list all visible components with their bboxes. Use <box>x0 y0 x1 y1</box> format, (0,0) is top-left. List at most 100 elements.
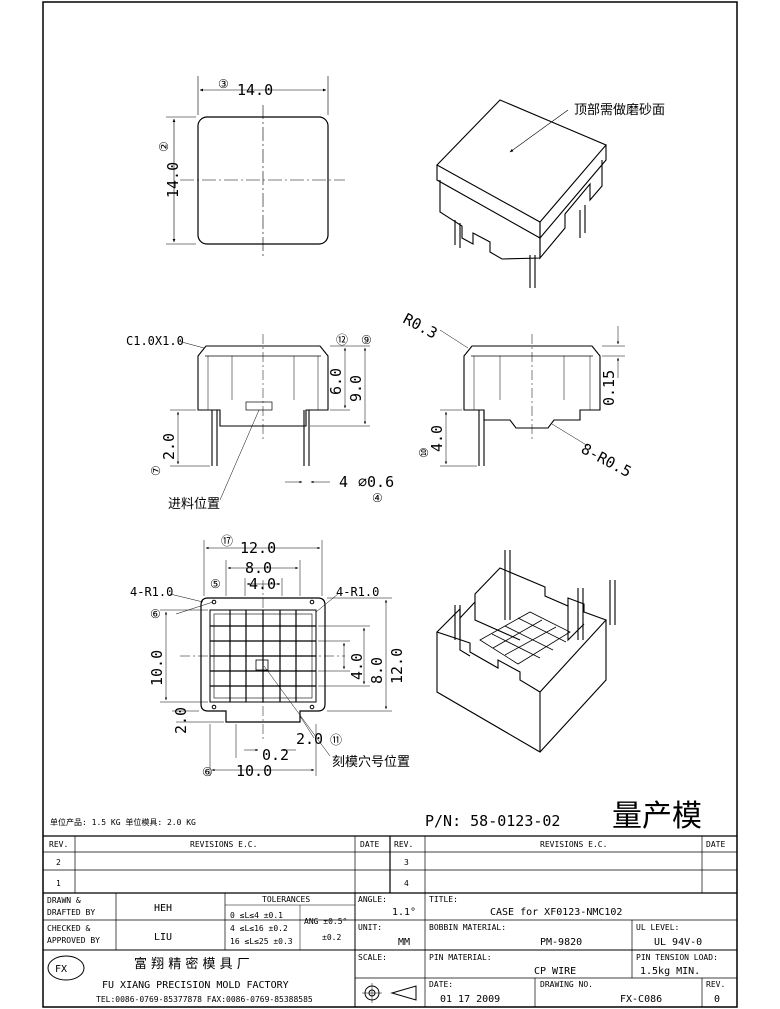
rev-row-b1: 3 <box>404 858 409 867</box>
pin-diameter-label: ⌀0.6 <box>358 473 394 491</box>
unit-label: UNIT: <box>358 923 382 932</box>
pin-length-label: 2.0 <box>160 433 178 460</box>
side-notch-radius: 8-R0.5 <box>578 440 634 481</box>
bottom-view-outline <box>200 597 326 723</box>
unit-value: MM <box>398 937 410 948</box>
side-view <box>439 326 625 467</box>
tolerance-row-1: 0 ≤L≤4 ±0.1 <box>230 911 283 920</box>
company-contact: TEL:0086-0769-85377878 FAX:0086-0769-853… <box>96 995 313 1004</box>
rev-value: 0 <box>714 994 720 1005</box>
front-height-9: 9.0 <box>347 375 365 402</box>
pin-tension-label: PIN TENSION LOAD: <box>636 953 718 962</box>
bottom-hole-bubble: ⑪ <box>330 733 342 747</box>
iso-top-face <box>436 99 607 223</box>
front-view <box>170 334 370 501</box>
checked-label: CHECKED & <box>47 924 91 933</box>
pin-tension-value: 1.5kg MIN. <box>640 966 700 977</box>
matte-surface-note: 顶部需做磨砂面 <box>574 103 665 118</box>
rev-label: REV. <box>706 980 725 989</box>
rib-grid <box>210 610 316 702</box>
rev-row-b2: 4 <box>404 879 409 888</box>
side-notch-label: 4.0 <box>428 425 446 452</box>
tolerance-row-3: 16 ≤L≤25 ±0.3 <box>230 937 293 946</box>
bottom-edge-2b: 2.0 <box>296 730 323 748</box>
drawing-number-label: DRAWING NO. <box>540 980 593 989</box>
front-bubble-c: ⑨ <box>361 333 372 347</box>
tolerance-angle: ANG ±0.5° <box>304 917 347 926</box>
cavity-mark-box <box>255 659 269 671</box>
top-view <box>166 76 345 258</box>
title-value: CASE for XF0123-NMC102 <box>490 907 622 918</box>
bottom-top-bubble: ⑰ <box>221 534 233 548</box>
rev-date-b: DATE <box>706 840 725 849</box>
drawn-label: DRAWN & <box>47 896 81 905</box>
pin-bubble: ⑦ <box>149 465 163 476</box>
side-depth-label: 0.15 <box>600 370 618 406</box>
part-number: P/N: 58-0123-02 <box>425 812 560 830</box>
drawing-number-value: FX-C086 <box>620 994 662 1005</box>
front-bubble-e: ⑫ <box>336 333 348 347</box>
bottom-gap-label: 0.2 <box>262 746 289 764</box>
front-view-outline <box>197 345 329 427</box>
ul-label: UL LEVEL: <box>636 923 679 932</box>
gate-location-label: 进料位置 <box>168 497 220 512</box>
bottom-height-8: 8.0 <box>368 657 386 684</box>
chamfer-label: C1.0X1.0 <box>126 334 184 348</box>
bottom-width-10: 10.0 <box>236 762 272 780</box>
bottom-width-8: 8.0 <box>245 559 272 577</box>
angle-label: ANGLE: <box>358 895 387 904</box>
bottom-height-4: 4.0 <box>348 653 366 680</box>
bobbin-label: BOBBIN MATERIAL: <box>429 923 506 932</box>
iso-top-view <box>436 99 607 288</box>
bottom-mid-bubble: ⑤ <box>210 577 221 591</box>
bottom-height-12: 12.0 <box>388 648 406 684</box>
rev-date-a: DATE <box>360 840 379 849</box>
cavity-number-label: 刻模穴号位置 <box>332 755 410 770</box>
top-height-bubble: ② <box>157 141 171 152</box>
company-name-cn: 富 翔 精 密 模 具 厂 <box>134 956 250 972</box>
bobbin-value: PM-9820 <box>540 937 582 948</box>
top-width-label: 14.0 <box>237 81 273 99</box>
bottom-width-4: 4.0 <box>249 575 276 593</box>
checked-label-2: APPROVED BY <box>47 936 100 945</box>
logo-mark <box>47 955 85 981</box>
rev-head-a: REV. <box>49 840 68 849</box>
title-block <box>43 835 737 1007</box>
bottom-width-12: 12.0 <box>240 539 276 557</box>
company-name-en: FU XIANG PRECISION MOLD FACTORY <box>102 980 289 991</box>
bottom-bottom-bubble: ⑥ <box>202 765 213 779</box>
pin-gap-label: 4 <box>339 473 348 491</box>
pin-diameter-bubble: ④ <box>372 491 383 505</box>
tolerance-title: TOLERANCES <box>262 895 310 904</box>
checked-value: LIU <box>154 932 172 943</box>
scale-label: SCALE: <box>358 953 387 962</box>
sheet-border <box>42 1 738 1008</box>
iso-bottom-view <box>435 550 616 753</box>
mass-production-stamp: 量产模 <box>612 799 702 834</box>
front-height-6: 6.0 <box>327 368 345 395</box>
rev-desc-b: REVISIONS E.C. <box>540 840 607 849</box>
pin-material-label: PIN MATERIAL: <box>429 953 492 962</box>
rev-row-a1: 2 <box>56 858 61 867</box>
bottom-radius-left: 4-R1.0 <box>130 585 173 599</box>
bottom-height-10: 10.0 <box>148 650 166 686</box>
top-height-label: 14.0 <box>164 162 182 198</box>
drawn-value: HEH <box>154 903 172 914</box>
ul-value: UL 94V-0 <box>654 937 702 948</box>
bottom-left-bubble: ⑥ <box>150 607 161 621</box>
title-label: TITLE: <box>429 895 458 904</box>
rev-row-a2: 1 <box>56 879 61 888</box>
bottom-view <box>160 540 392 776</box>
rev-head-b: REV. <box>394 840 413 849</box>
date-value: 01 17 2009 <box>440 994 500 1005</box>
tolerance-angle-2: ±0.2 <box>322 933 341 942</box>
side-top-radius: R0.3 <box>400 310 440 343</box>
rev-desc-a: REVISIONS E.C. <box>190 840 257 849</box>
date-label: DATE: <box>429 980 453 989</box>
bottom-radius-right: 4-R1.0 <box>336 585 379 599</box>
pin-material-value: CP WIRE <box>534 966 576 977</box>
weights-note: 单位产品: 1.5 KG 单位模具: 2.0 KG <box>50 817 196 827</box>
tolerance-row-2: 4 ≤L≤16 ±0.2 <box>230 924 288 933</box>
logo-text: FX <box>55 964 67 975</box>
angle-value: 1.1° <box>392 907 416 918</box>
